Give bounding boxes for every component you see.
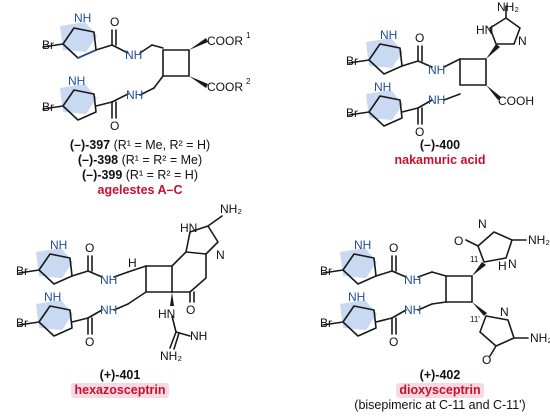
nh-label: NH xyxy=(404,273,421,287)
o-label: O xyxy=(482,353,491,367)
compound-number: (–)-397 xyxy=(69,138,111,152)
o-label: O xyxy=(85,241,94,255)
c11p-label: 11' xyxy=(470,315,480,324)
coor2-label: COOR xyxy=(207,80,243,94)
o-label: O xyxy=(415,125,424,139)
epimer-note: (bisepimeric at C-11 and C-11') xyxy=(354,398,526,412)
h-label: H xyxy=(498,259,507,273)
r2-superscript: 2 xyxy=(246,77,251,86)
br-label: Br xyxy=(320,316,332,330)
pyrrole-highlight xyxy=(60,22,97,52)
nh-label: NH xyxy=(404,303,421,317)
n-label: N xyxy=(478,217,487,231)
dioxysceptrin-caption: (+)-402 dioxysceptrin (bisepimeric at C-… xyxy=(350,368,530,413)
pyrrole-highlight xyxy=(340,248,377,278)
o-label: O xyxy=(110,15,119,29)
br-label: Br xyxy=(16,264,28,278)
substituent-note: (R¹ = Me, R² = H) xyxy=(110,138,211,152)
br-label: Br xyxy=(16,316,28,330)
n-label: N xyxy=(500,305,509,319)
br-label: Br xyxy=(346,106,358,120)
nh-label: NH xyxy=(44,290,61,304)
o-label: O xyxy=(186,303,195,317)
hexazosceptrin-caption: (+)-401 hexazosceptrin xyxy=(60,368,180,398)
nakamuric-acid-structure: Br Br NH NH O O NH NH HN N NH₂ COOH xyxy=(346,0,534,139)
nh2-label: NH₂ xyxy=(530,331,550,345)
compound-number: (+)-401 xyxy=(99,368,141,382)
nh-label: NH xyxy=(100,303,117,317)
compound-number: (–)-400 xyxy=(419,138,461,152)
nh-label: NH xyxy=(348,290,365,304)
o-label: O xyxy=(389,335,398,349)
hexazosceptrin-structure: Br Br NH NH O O NH NH HN N NH₂ O HN NH N… xyxy=(16,202,242,363)
hn-label: HN xyxy=(180,221,197,235)
o-label: O xyxy=(85,335,94,349)
nh-label: NH xyxy=(374,80,391,94)
nh-label: NH xyxy=(428,93,445,107)
br-label: Br xyxy=(42,38,54,52)
compound-name: hexazosceptrin xyxy=(71,383,169,398)
nh2-label: NH₂ xyxy=(497,0,519,14)
hn-label: HN xyxy=(476,23,493,37)
compound-number: (–)-399 xyxy=(82,168,123,182)
compound-name: nakamuric acid xyxy=(394,153,486,167)
nh-label: NH xyxy=(126,88,143,102)
agelestes-caption: (–)-397 (R¹ = Me, R² = H) (–)-398 (R¹ = … xyxy=(40,138,240,198)
compound-name: dioxysceptrin xyxy=(396,383,484,398)
substituent-note: (R¹ = R² = H) xyxy=(122,168,198,182)
compound-number: (–)-398 xyxy=(77,153,119,167)
h-label: H xyxy=(128,256,137,270)
compound-number: (+)-402 xyxy=(419,368,461,382)
nh2-label: NH₂ xyxy=(220,202,242,216)
nakamuric-caption: (–)-400 nakamuric acid xyxy=(380,138,500,168)
o-label: O xyxy=(454,234,463,248)
nh-label: NH xyxy=(100,273,117,287)
agelestes-structure: Br Br NH NH O O NH NH COOR 1 COOR 2 xyxy=(42,11,251,133)
nh-label: NH xyxy=(74,11,91,25)
nh-label: NH xyxy=(68,74,85,88)
o-label: O xyxy=(389,241,398,255)
hn-label: HN xyxy=(158,307,175,321)
cooh-label: COOH xyxy=(498,94,534,108)
o-label: O xyxy=(415,31,424,45)
nh-label: NH xyxy=(428,63,445,77)
pyrrole-highlight xyxy=(366,90,403,120)
pyrrole-highlight xyxy=(60,84,97,114)
nh-label: NH xyxy=(50,238,67,252)
nh-label: NH xyxy=(354,238,371,252)
dioxysceptrin-structure: Br Br NH NH O O NH NH O N NH₂ N H 11 N 1… xyxy=(320,217,550,367)
o-label: O xyxy=(110,119,119,133)
coor1-label: COOR xyxy=(207,34,243,48)
br-label: Br xyxy=(42,100,54,114)
compound-name: agelestes A–C xyxy=(97,183,183,197)
pyrrole-highlight xyxy=(36,248,73,278)
n-label: N xyxy=(508,257,517,271)
br-label: Br xyxy=(346,54,358,68)
pyrrole-highlight xyxy=(36,300,73,330)
r1-superscript: 1 xyxy=(246,31,251,40)
pyrrole-highlight xyxy=(366,38,403,68)
nh-label: NH xyxy=(380,28,397,42)
nh2-label: NH₂ xyxy=(528,233,550,247)
substituent-note: (R¹ = R² = Me) xyxy=(118,153,203,167)
nh-label: NH xyxy=(190,329,207,343)
n-label: N xyxy=(216,248,225,262)
nh2-label: NH₂ xyxy=(160,349,182,363)
c11-label: 11 xyxy=(470,255,479,264)
pyrrole-highlight xyxy=(340,300,377,330)
nh-label: NH xyxy=(125,48,142,62)
br-label: Br xyxy=(320,264,332,278)
n-label: N xyxy=(518,34,527,48)
